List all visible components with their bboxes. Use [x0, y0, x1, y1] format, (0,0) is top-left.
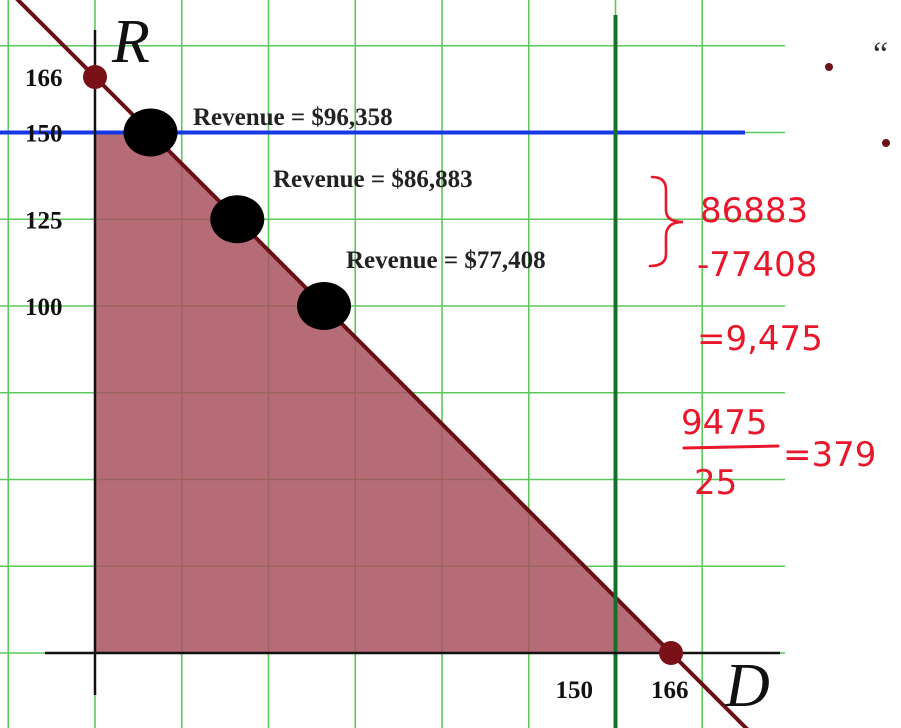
feasible-region [95, 132, 672, 653]
note-denominator: 25 [694, 463, 737, 503]
axes [45, 30, 780, 695]
x-tick-label: 150 [556, 677, 594, 704]
y-tick-label: 100 [25, 294, 63, 321]
x-tick-label: 166 [651, 677, 689, 704]
revenue-label: Revenue = $96,358 [193, 104, 393, 131]
revenue-label: Revenue = $86,883 [273, 166, 473, 193]
revenue-point [210, 195, 265, 244]
margin-dot [882, 139, 890, 147]
y-tick-label: 150 [25, 121, 63, 148]
note-numerator: 9475 [681, 403, 768, 443]
note-minuend: 86883 [700, 191, 808, 231]
note-subtrahend: -77408 [697, 245, 817, 285]
feasible-region-fill [95, 132, 672, 653]
revenue-label: Revenue = $77,408 [346, 247, 546, 274]
margin-dot [825, 63, 833, 71]
bracket [648, 175, 684, 268]
revenue-point [297, 282, 352, 330]
intercept-point [83, 64, 107, 89]
y-axis-label: R [111, 8, 150, 76]
note-result: =379 [783, 435, 876, 475]
constraint-line [15, 0, 749, 728]
x-axis-label: D [724, 652, 770, 720]
fraction-bar [682, 444, 780, 450]
revenue-point [123, 108, 178, 157]
note-difference: =9,475 [697, 319, 823, 359]
y-tick-label: 166 [25, 65, 63, 92]
intercept-point [659, 641, 684, 665]
margin-quote: “ [873, 36, 888, 73]
y-tick-label: 125 [25, 207, 63, 234]
handwritten-notes: 86883 -77408 =9,475 9475 25 =379 [648, 175, 876, 503]
